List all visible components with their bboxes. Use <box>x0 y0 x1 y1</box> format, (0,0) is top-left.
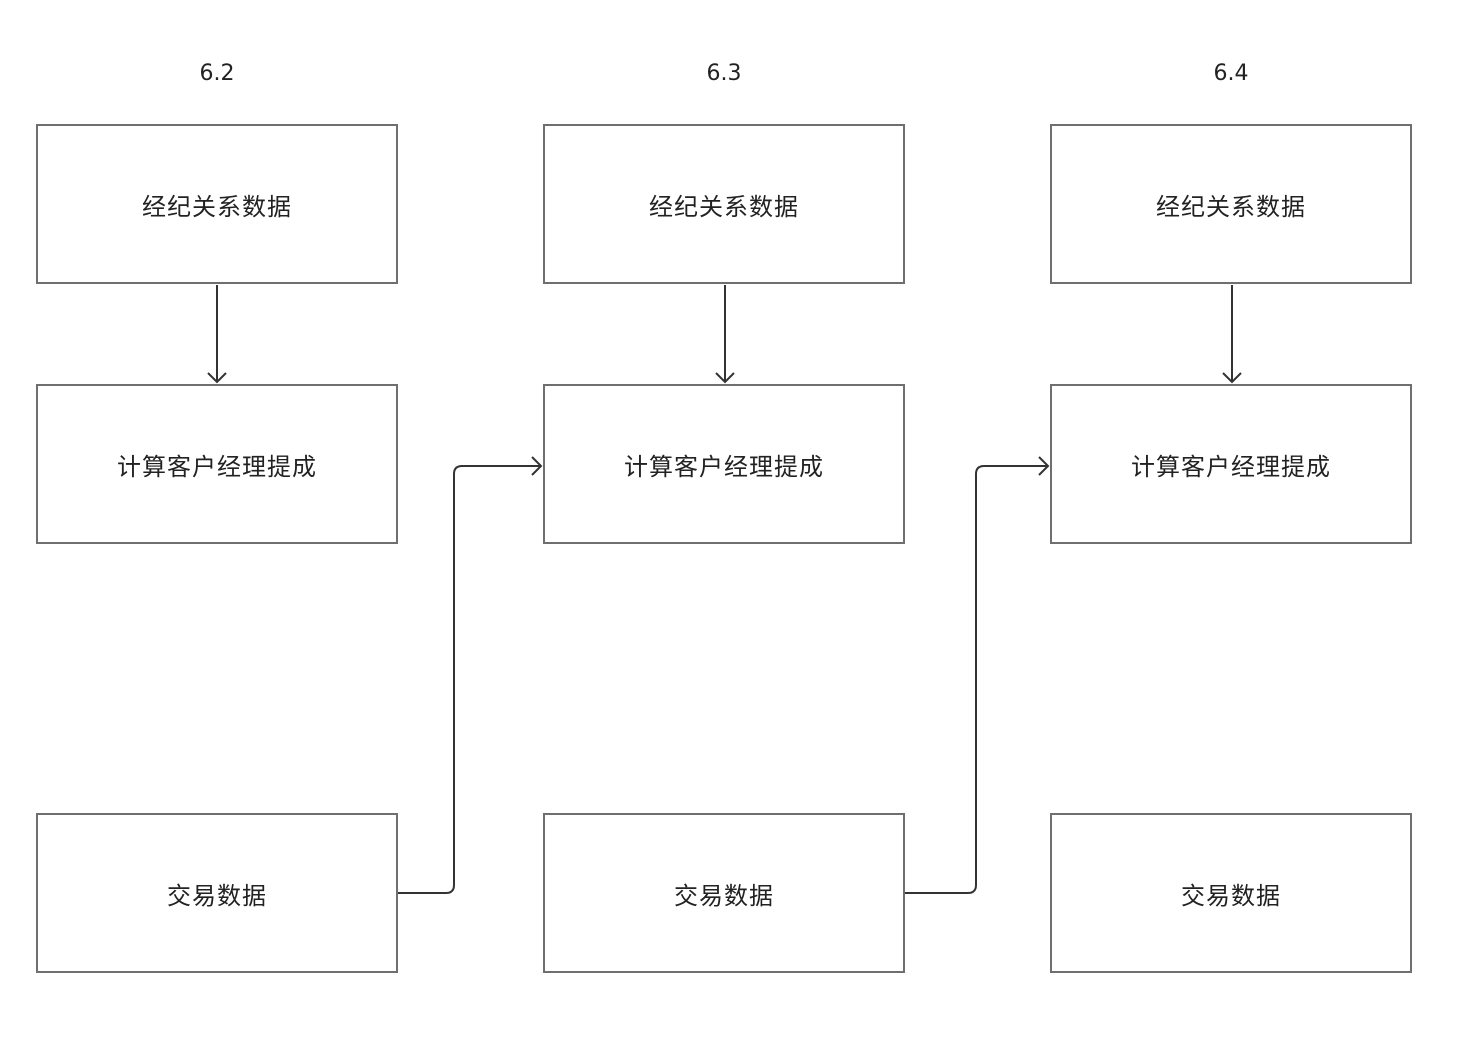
column-label-6-4: 6.4 <box>1213 61 1249 86</box>
col1-brokerage-data-box[interactable]: 经纪关系数据 <box>36 124 398 284</box>
column-label-6-2: 6.2 <box>199 61 235 86</box>
col1-calc-commission-box[interactable]: 计算客户经理提成 <box>36 384 398 544</box>
col1-calc-commission-label: 计算客户经理提成 <box>117 452 317 481</box>
col2-brokerage-data-box[interactable]: 经纪关系数据 <box>543 124 905 284</box>
col3-trade-data-label: 交易数据 <box>1181 881 1281 910</box>
col1-trade-data-label: 交易数据 <box>167 881 267 910</box>
col1-trade-data-box[interactable]: 交易数据 <box>36 813 398 973</box>
col2-brokerage-data-label: 经纪关系数据 <box>649 192 799 221</box>
col2-trade-data-box[interactable]: 交易数据 <box>543 813 905 973</box>
col2-calc-commission-label: 计算客户经理提成 <box>624 452 824 481</box>
column-label-6-3: 6.3 <box>706 61 742 86</box>
arrowhead-col3-middle <box>1038 456 1050 476</box>
edge-col2-bottom-to-col3-middle[interactable] <box>905 465 1048 894</box>
arrowhead-col1-down <box>207 372 227 384</box>
arrowhead-col2-down <box>715 372 735 384</box>
col1-brokerage-data-label: 经纪关系数据 <box>142 192 292 221</box>
col3-brokerage-data-label: 经纪关系数据 <box>1156 192 1306 221</box>
arrowhead-col3-down <box>1222 372 1242 384</box>
col3-calc-commission-label: 计算客户经理提成 <box>1131 452 1331 481</box>
edge-col1-bottom-to-col2-middle[interactable] <box>398 465 541 894</box>
col3-calc-commission-box[interactable]: 计算客户经理提成 <box>1050 384 1412 544</box>
col2-calc-commission-box[interactable]: 计算客户经理提成 <box>543 384 905 544</box>
col3-brokerage-data-box[interactable]: 经纪关系数据 <box>1050 124 1412 284</box>
col3-trade-data-box[interactable]: 交易数据 <box>1050 813 1412 973</box>
col2-trade-data-label: 交易数据 <box>674 881 774 910</box>
arrowhead-col2-middle <box>531 456 543 476</box>
